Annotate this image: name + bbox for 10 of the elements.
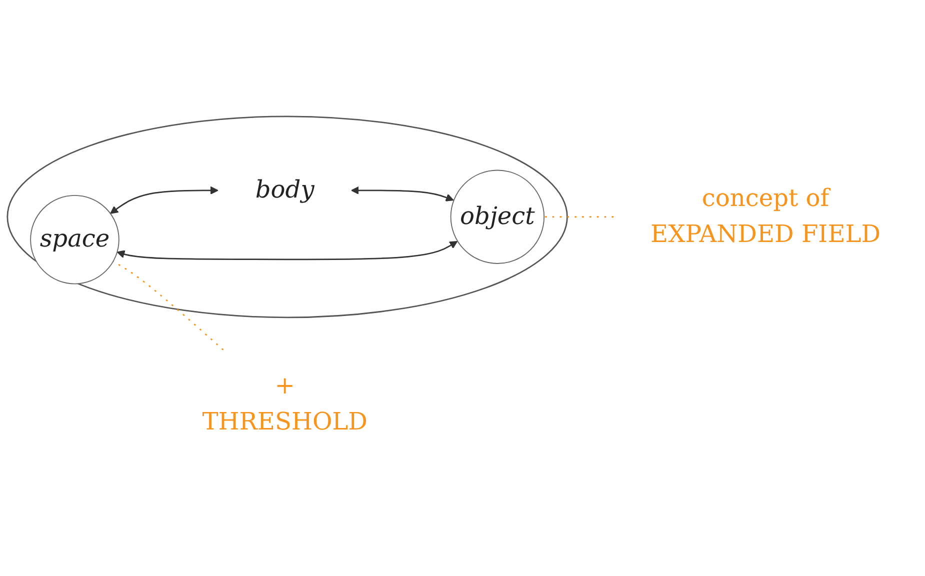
arrow bbox=[110, 186, 218, 214]
node-circle: object bbox=[450, 170, 545, 264]
node-text: concept of EXPANDED FIELD bbox=[650, 184, 881, 249]
connector bbox=[544, 216, 614, 218]
node-text: + THRESHOLD bbox=[202, 372, 368, 436]
arrow bbox=[350, 186, 454, 202]
arrow bbox=[116, 241, 458, 260]
node-text: body bbox=[255, 176, 314, 204]
node-circle: space bbox=[30, 195, 120, 285]
cluster bbox=[6, 116, 568, 318]
